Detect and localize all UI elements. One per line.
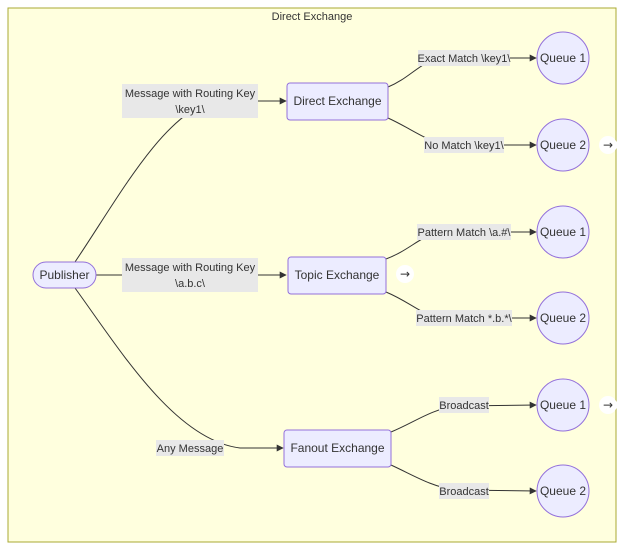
svg-text:Any Message: Any Message	[157, 443, 224, 455]
svg-text:Message with Routing Key: Message with Routing Key	[125, 88, 256, 100]
svg-text:→: →	[400, 267, 410, 281]
edge-publisher-fanout	[74, 287, 284, 452]
svg-text:Message with Routing Key: Message with Routing Key	[125, 262, 256, 274]
edge-label-fanout-q1: Broadcast	[439, 397, 489, 413]
svg-text:Pattern Match \a.#\: Pattern Match \a.#\	[418, 227, 512, 239]
edge-label-direct: Message with Routing Key \key1\	[122, 84, 258, 118]
edge-label-topic-q2: Pattern Match *.b.*\	[416, 310, 513, 326]
svg-text:→: →	[603, 398, 613, 412]
svg-text:No Match \key1\: No Match \key1\	[424, 140, 504, 152]
svg-text:\a.b.c\: \a.b.c\	[175, 278, 206, 290]
queue-node-direct-1: Queue 1	[536, 31, 590, 85]
svg-text:Queue 1: Queue 1	[540, 51, 586, 65]
arrow-badge-direct-q2: →	[599, 136, 617, 154]
edge-label-fanout-q2: Broadcast	[439, 483, 489, 499]
queue-node-direct-2: Queue 2	[536, 118, 590, 172]
edge-label-fanout: Any Message	[156, 440, 224, 456]
svg-text:Queue 1: Queue 1	[540, 225, 586, 239]
direct-exchange-node: Direct Exchange	[286, 82, 389, 121]
publisher-node: Publisher	[32, 261, 97, 289]
svg-text:Queue 2: Queue 2	[540, 484, 586, 498]
queue-node-fanout-2: Queue 2	[536, 464, 590, 518]
svg-text:Publisher: Publisher	[39, 268, 89, 282]
edge-label-direct-q2: No Match \key1\	[424, 137, 505, 153]
svg-text:Broadcast: Broadcast	[439, 486, 489, 498]
arrow-badge-fanout-q1: →	[599, 396, 617, 414]
edge-label-direct-q1: Exact Match \key1\	[418, 50, 512, 66]
svg-text:Pattern Match *.b.*\: Pattern Match *.b.*\	[416, 313, 512, 325]
svg-text:\key1\: \key1\	[175, 104, 205, 116]
svg-text:Queue 2: Queue 2	[540, 138, 586, 152]
queue-node-topic-1: Queue 1	[536, 205, 590, 259]
fanout-exchange-node: Fanout Exchange	[283, 429, 392, 468]
svg-text:Queue 2: Queue 2	[540, 311, 586, 325]
svg-text:→: →	[603, 138, 613, 152]
arrow-badge-topic: →	[396, 265, 414, 283]
svg-text:Broadcast: Broadcast	[439, 400, 489, 412]
svg-text:Exact Match \key1\: Exact Match \key1\	[418, 53, 512, 65]
svg-text:Queue 1: Queue 1	[540, 398, 586, 412]
edge-label-topic-q1: Pattern Match \a.#\	[417, 224, 511, 240]
edge-label-topic: Message with Routing Key \a.b.c\	[122, 258, 258, 292]
queue-node-fanout-1: Queue 1	[536, 378, 590, 432]
topic-exchange-node: Topic Exchange	[287, 256, 387, 295]
cluster-title: Direct Exchange	[272, 11, 353, 23]
queue-node-topic-2: Queue 2	[536, 291, 590, 345]
svg-text:Direct Exchange: Direct Exchange	[293, 94, 381, 108]
svg-text:Topic Exchange: Topic Exchange	[295, 268, 380, 282]
svg-text:Fanout Exchange: Fanout Exchange	[290, 441, 384, 455]
